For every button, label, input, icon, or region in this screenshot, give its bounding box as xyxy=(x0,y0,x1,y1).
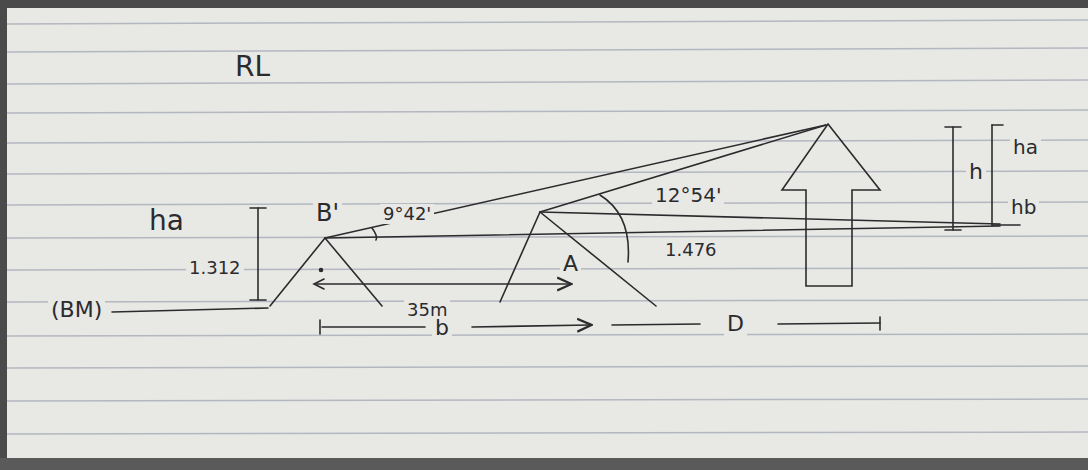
height-label: hb xyxy=(1008,196,1039,218)
height-label: h xyxy=(966,160,986,184)
height-label: ha xyxy=(146,206,187,236)
station-label: B' xyxy=(313,200,342,226)
angle-label: 9°42' xyxy=(380,204,434,224)
staff-reading: 1.476 xyxy=(662,240,720,260)
pen-lines xyxy=(112,124,1020,334)
heading-note: RL xyxy=(232,52,273,82)
distance-label: b xyxy=(432,316,452,340)
height-label: ha xyxy=(1010,136,1041,158)
angle-label: 12°54' xyxy=(652,184,724,206)
photo-edge xyxy=(0,0,7,470)
staff-reading: 1.312 xyxy=(186,258,244,278)
benchmark-label: (BM) xyxy=(48,298,105,322)
station-label: A xyxy=(560,252,581,276)
photo-edge xyxy=(0,458,1088,470)
photo-edge xyxy=(0,0,1088,8)
distance-label: D xyxy=(724,312,747,336)
ruled-lines xyxy=(7,20,1088,434)
